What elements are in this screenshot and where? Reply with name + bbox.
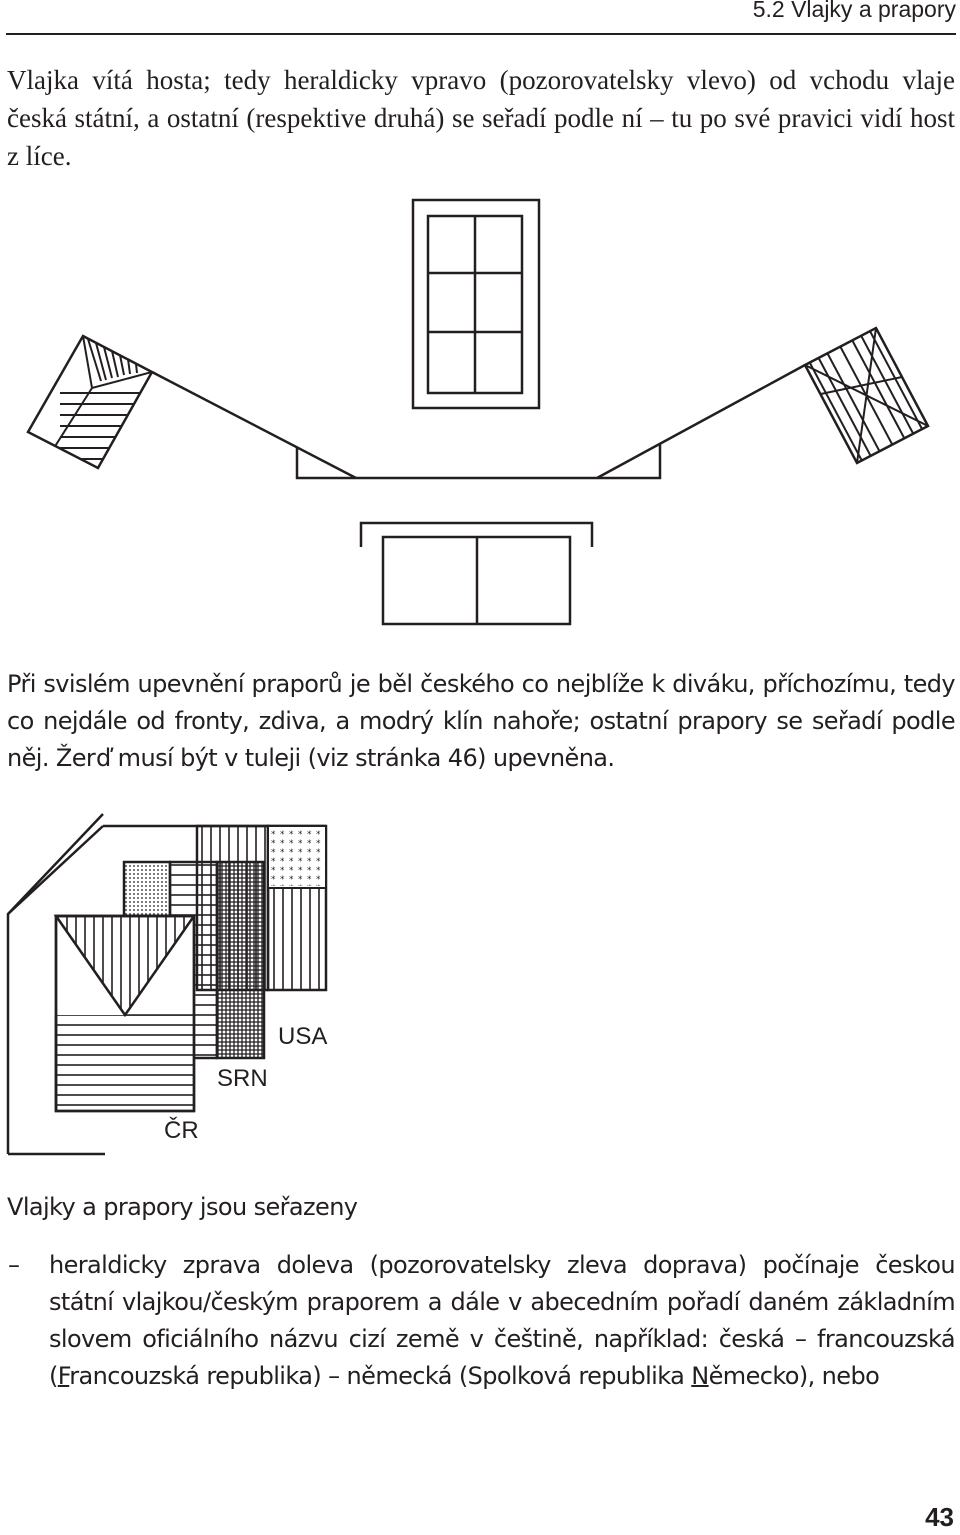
underlined-letter-n: N (691, 1362, 709, 1390)
bullet-heraldic-order: heraldicky zprava doleva (pozorovatelsky… (49, 1247, 956, 1395)
header-rule (6, 33, 956, 35)
paragraph-flag-welcomes-guest: Vlajka vítá hosta; tedy heraldicky vprav… (7, 65, 955, 171)
label-srn: SRN (217, 1065, 268, 1092)
label-cr: ČR (164, 1116, 199, 1144)
label-usa: USA (278, 1023, 327, 1050)
banner-cr (53, 914, 197, 1113)
page-number: 43 (925, 1502, 954, 1532)
bullet-text-part-2: rancouzská republika) – německá (Spolkov… (69, 1362, 692, 1390)
bullet-text-part-1: heraldicky zprava doleva (pozorovatelsky… (49, 1251, 956, 1390)
figure-flag-arrangement-entrance (26, 198, 930, 626)
figure-vertical-banners: * USA SRN ČR (6, 813, 327, 1156)
flag-left-czech (26, 334, 154, 470)
window-frame (411, 198, 541, 410)
paragraph-vertical-banners: Při svislém upevnění praporů je běl česk… (7, 670, 956, 772)
bullet-dash: – (8, 1251, 20, 1279)
paragraph-order-intro: Vlajky a prapory jsou seřazeny (7, 1193, 358, 1221)
running-header-title: 5.2 Vlajky a prapory (752, 0, 956, 22)
bullet-text-part-3: ěmecko), nebo (708, 1362, 880, 1390)
flag-right-union (803, 326, 930, 465)
underlined-letter-f: F (57, 1362, 70, 1390)
